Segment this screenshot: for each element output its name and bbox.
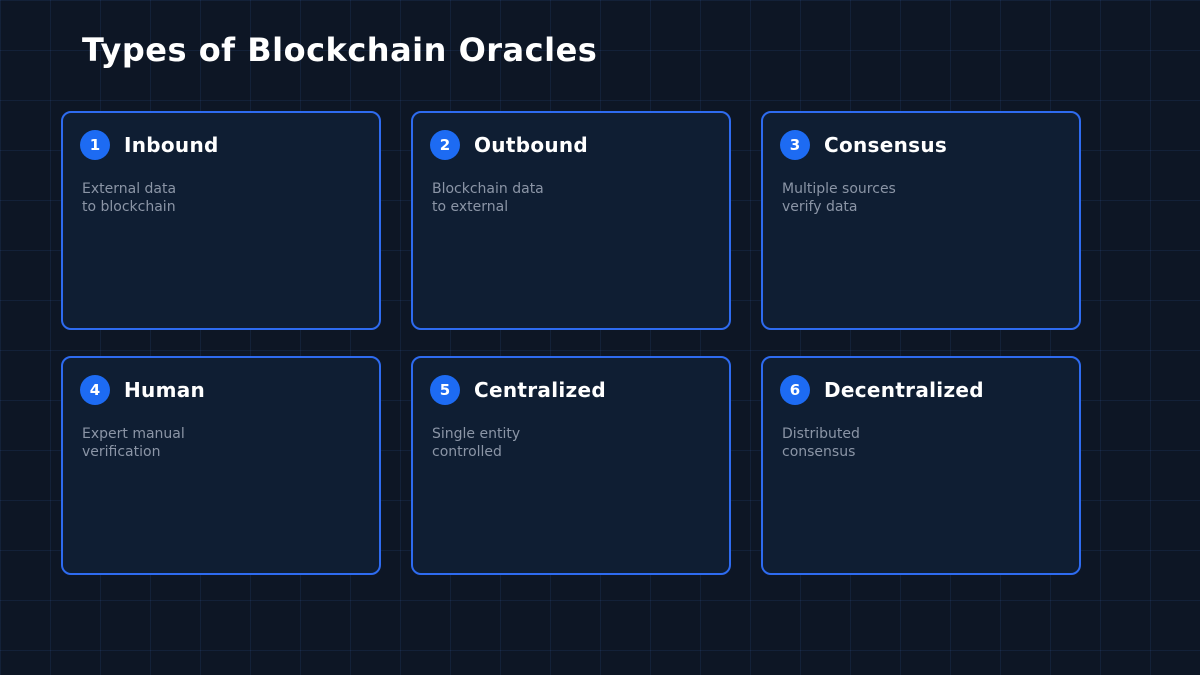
- card-description-line: Distributed: [782, 426, 860, 442]
- card-header: 4 Human: [80, 375, 362, 405]
- card-header: 3 Consensus: [780, 130, 1062, 160]
- number-badge: 6: [780, 375, 810, 405]
- card-centralized: 5 Centralized Single entity controlled: [411, 356, 731, 575]
- card-description-line: verification: [82, 443, 161, 460]
- card-description: Distributed consensus: [782, 426, 1062, 461]
- number-badge: 4: [80, 375, 110, 405]
- card-title: Human: [124, 378, 206, 402]
- card-header: 1 Inbound: [80, 130, 362, 160]
- card-description-line: verify data: [782, 198, 858, 215]
- card-header: 2 Outbound: [430, 130, 712, 160]
- card-title: Outbound: [474, 133, 589, 157]
- card-description-line: Expert manual: [82, 426, 185, 442]
- card-description: External data to blockchain: [82, 181, 362, 216]
- card-description: Blockchain data to external: [432, 181, 712, 216]
- card-description: Expert manual verification: [82, 426, 362, 461]
- card-description-line: consensus: [782, 443, 856, 460]
- card-header: 6 Decentralized: [780, 375, 1062, 405]
- card-decentralized: 6 Decentralized Distributed consensus: [761, 356, 1081, 575]
- number-badge: 1: [80, 130, 110, 160]
- card-title: Decentralized: [824, 378, 984, 402]
- number-badge: 2: [430, 130, 460, 160]
- card-description-line: controlled: [432, 443, 502, 460]
- card-description-line: External data: [82, 181, 177, 197]
- page-title: Types of Blockchain Oracles: [82, 31, 598, 69]
- card-title: Centralized: [474, 378, 606, 402]
- card-consensus: 3 Consensus Multiple sources verify data: [761, 111, 1081, 330]
- card-description-line: Single entity: [432, 426, 521, 442]
- card-header: 5 Centralized: [430, 375, 712, 405]
- card-inbound: 1 Inbound External data to blockchain: [61, 111, 381, 330]
- card-description: Single entity controlled: [432, 426, 712, 461]
- oracle-types-grid: 1 Inbound External data to blockchain 2 …: [61, 111, 1081, 575]
- number-badge: 3: [780, 130, 810, 160]
- card-description-line: to blockchain: [82, 198, 176, 215]
- card-description: Multiple sources verify data: [782, 181, 1062, 216]
- card-description-line: Multiple sources: [782, 181, 896, 197]
- card-outbound: 2 Outbound Blockchain data to external: [411, 111, 731, 330]
- card-description-line: to external: [432, 198, 509, 215]
- number-badge: 5: [430, 375, 460, 405]
- card-human: 4 Human Expert manual verification: [61, 356, 381, 575]
- card-description-line: Blockchain data: [432, 181, 544, 197]
- card-title: Inbound: [124, 133, 219, 157]
- card-title: Consensus: [824, 133, 948, 157]
